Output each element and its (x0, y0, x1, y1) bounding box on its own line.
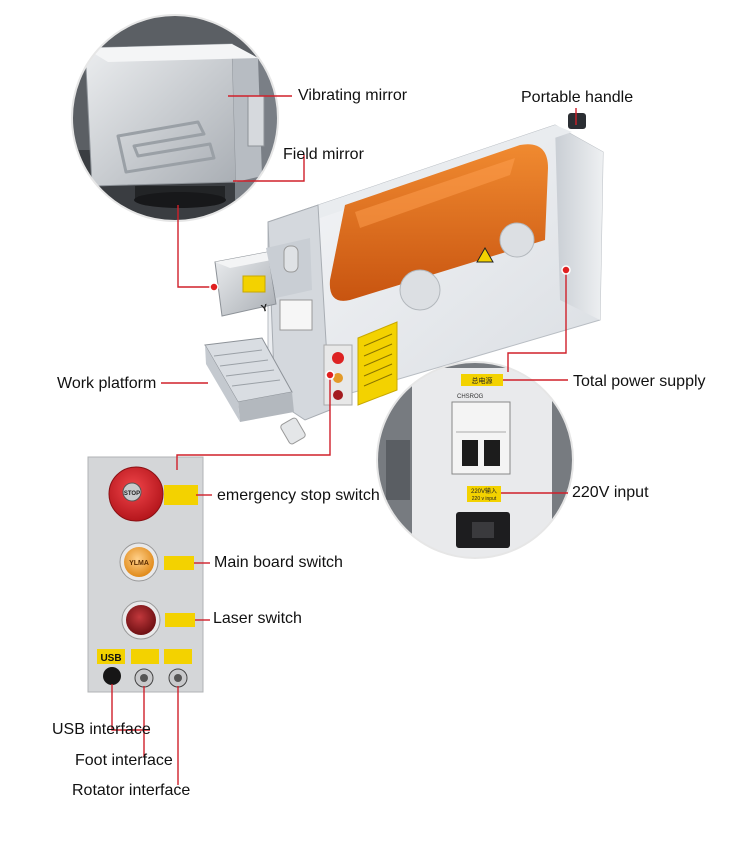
usb-port-label: USB (100, 653, 121, 664)
label-220v-input: 220V input (572, 484, 649, 501)
label-main-board: Main board switch (214, 554, 343, 571)
breaker-brand: CHSROG (457, 394, 484, 400)
input-tag-line1: 220V输入 (471, 487, 497, 495)
callout-lines (111, 95, 577, 785)
label-emergency-stop: emergency stop switch (217, 487, 380, 504)
main-button-text: YLMA (129, 560, 149, 567)
svg-text:Y: Y (260, 303, 269, 315)
power-tag: 总电源 (472, 376, 493, 385)
control-panel (87, 456, 204, 693)
label-portable-handle: Portable handle (521, 89, 634, 106)
label-laser-switch: Laser switch (213, 610, 302, 627)
label-usb-interface: USB interface (52, 721, 151, 738)
laser-machine: Y (204, 113, 604, 445)
label-foot-interface: Foot interface (75, 752, 173, 769)
label-work-platform: Work platform (57, 375, 157, 392)
power-tag-bg (461, 374, 503, 386)
label-vibrating-mirror: Vibrating mirror (298, 87, 408, 104)
power-supply-closeup (376, 361, 574, 559)
input-tag-line2: 220 v input (472, 496, 497, 502)
stop-button-text: STOP (124, 491, 140, 497)
label-total-power-supply: Total power supply (573, 373, 706, 390)
callout-dots (209, 265, 571, 380)
label-field-mirror: Field mirror (283, 146, 364, 163)
galvo-closeup (71, 14, 279, 222)
label-rotator-interface: Rotator interface (72, 782, 191, 799)
